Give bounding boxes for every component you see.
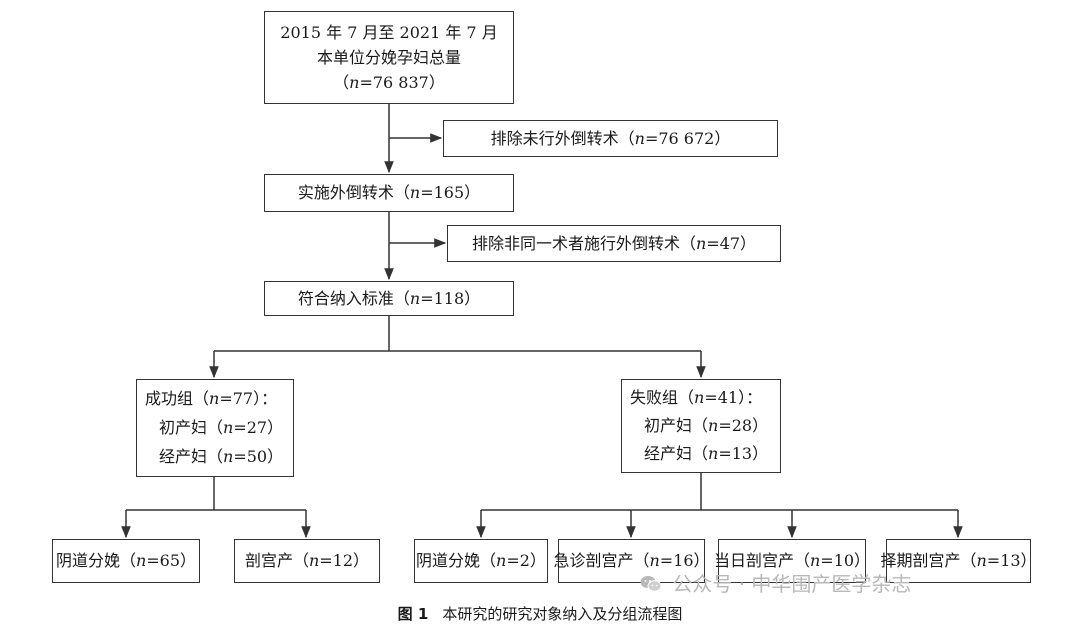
s-vaginal-label: 阴道分娩（n=65） — [55, 551, 197, 570]
f-elective-label: 择期剖宫产（n=13） — [880, 551, 1037, 570]
box-exclude-no-ecv: 排除未行外倒转术（n=76 672） — [443, 120, 778, 157]
caption-label: 图 1 — [397, 605, 429, 623]
wechat-icon — [640, 576, 662, 592]
watermark: 公众号 · 中华围产医学杂志 — [640, 568, 911, 597]
total-line-2: 本单位分娩孕妇总量 — [316, 47, 461, 67]
failure-multiparous: 经产妇（n=13） — [644, 444, 769, 463]
box-ecv-performed: 实施外倒转术（n=165） — [264, 174, 514, 212]
box-failure-sameday-cesarean: 当日剖宫产（n=10） — [714, 539, 870, 583]
total-line-1: 2015 年 7 月至 2021 年 7 月 — [280, 22, 498, 42]
ecv-label: 实施外倒转术（n=165） — [297, 183, 481, 202]
box-total-deliveries: 2015 年 7 月至 2021 年 7 月 本单位分娩孕妇总量 （n=76 8… — [264, 11, 514, 104]
caption-text: 本研究的研究对象纳入及分组流程图 — [442, 605, 683, 623]
f-emergency-label: 急诊剖宫产（n=16） — [553, 551, 710, 570]
box-inclusion-criteria: 符合纳入标准（n=118） — [264, 281, 514, 316]
box-failure-emergency-cesarean: 急诊剖宫产（n=16） — [553, 539, 710, 583]
failure-primiparous: 初产妇（n=28） — [644, 416, 769, 435]
success-title: 成功组（n=77）： — [145, 389, 278, 408]
box-exclude-different-operator: 排除非同一术者施行外倒转术（n=47） — [447, 225, 781, 262]
watermark-text: 公众号 · 中华围产医学杂志 — [672, 572, 912, 596]
exclude1-label: 排除未行外倒转术（n=76 672） — [490, 128, 731, 148]
box-success-vaginal: 阴道分娩（n=65） — [52, 539, 200, 583]
box-success-cesarean: 剖宫产（n=12） — [234, 539, 380, 583]
included-label: 符合纳入标准（n=118） — [297, 288, 481, 308]
f-sameday-label: 当日剖宫产（n=10） — [713, 551, 871, 570]
box-failure-elective-cesarean: 择期剖宫产（n=13） — [880, 539, 1037, 583]
f-vaginal-label: 阴道分娩（n=2） — [416, 551, 546, 570]
figure-caption: 图 1 本研究的研究对象纳入及分组流程图 — [0, 603, 1080, 624]
exclude2-label: 排除非同一术者施行外倒转术（n=47） — [471, 233, 757, 253]
box-failure-group: 失败组（n=41）： 初产妇（n=28） 经产妇（n=13） — [621, 379, 781, 473]
success-primiparous: 初产妇（n=27） — [159, 418, 284, 437]
success-multiparous: 经产妇（n=50） — [159, 447, 284, 466]
s-cesarean-label: 剖宫产（n=12） — [244, 551, 370, 570]
failure-title: 失败组（n=41）： — [630, 388, 763, 407]
total-line-3: （n=76 837） — [333, 72, 445, 92]
box-success-group: 成功组（n=77）： 初产妇（n=27） 经产妇（n=50） — [136, 379, 294, 477]
box-failure-vaginal: 阴道分娩（n=2） — [414, 539, 548, 583]
